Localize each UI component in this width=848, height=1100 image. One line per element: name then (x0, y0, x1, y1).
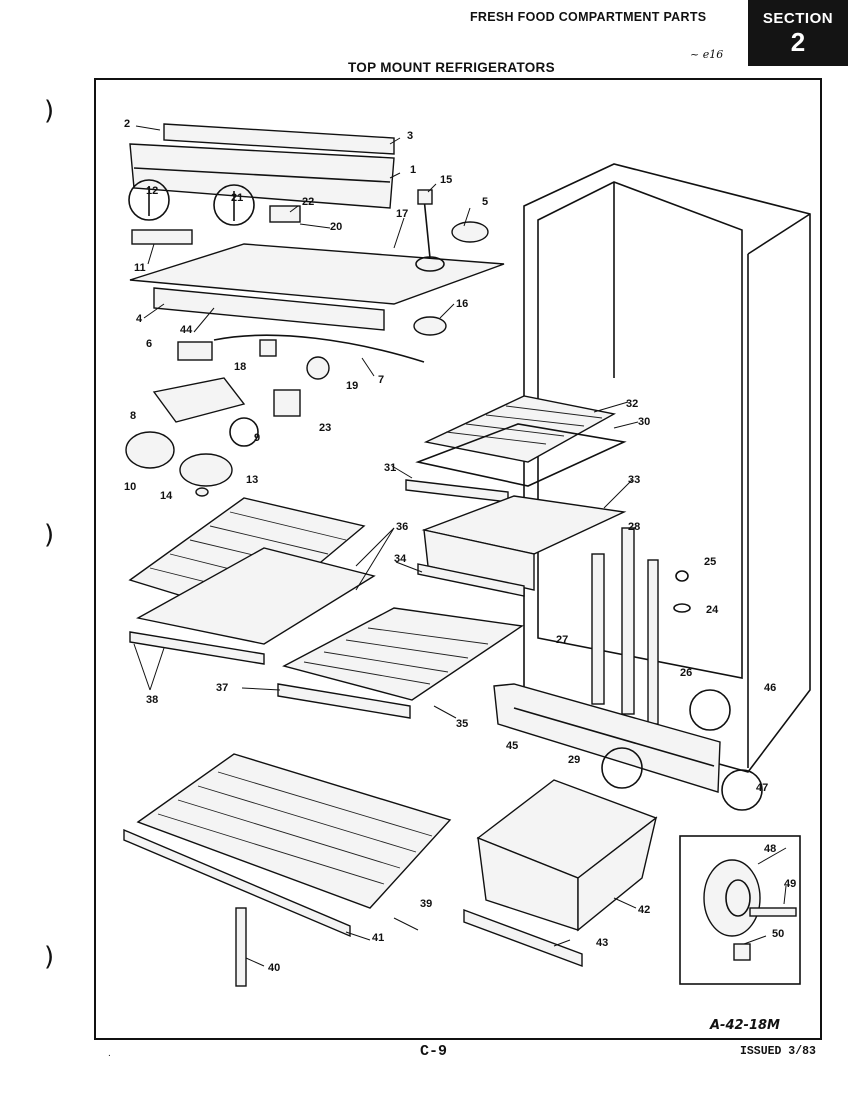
grommet-part (413, 316, 447, 336)
light-shield-part (152, 377, 246, 423)
callout-40: 40 (268, 962, 281, 974)
switch-part (273, 389, 301, 417)
callout-18: 18 (234, 361, 247, 373)
fan-bracket-part (128, 179, 301, 245)
callout-39: 39 (420, 898, 433, 910)
callout-27: 27 (556, 634, 569, 646)
callout-35: 35 (456, 718, 469, 730)
callout-21: 21 (231, 192, 244, 204)
binder-hole-mark: ) (44, 942, 55, 972)
callout-10: 10 (124, 481, 137, 493)
page-code: C-9 (420, 1043, 448, 1060)
drawing-number: A-42-18M (710, 1018, 780, 1033)
callout-28: 28 (628, 521, 641, 533)
upper-shelf-part (405, 395, 627, 503)
callout-45: 45 (506, 740, 519, 752)
callout-44: 44 (180, 324, 193, 336)
callout-36: 36 (396, 521, 409, 533)
cover-plate-part (129, 189, 505, 331)
dial-part (179, 453, 233, 487)
callout-34: 34 (394, 553, 407, 565)
page-subtitle: TOP MOUNT REFRIGERATORS (348, 60, 555, 75)
callout-25: 25 (704, 556, 717, 568)
callout-38: 38 (146, 694, 159, 706)
shelf-rails-part (591, 527, 691, 725)
callout-31: 31 (384, 462, 397, 474)
callout-22: 22 (302, 196, 315, 208)
control-housing-part (129, 123, 395, 209)
callout-32: 32 (626, 398, 639, 410)
callout-11: 11 (134, 262, 146, 274)
callout-42: 42 (638, 904, 651, 916)
callout-15: 15 (440, 174, 453, 186)
callout-47: 47 (756, 782, 769, 794)
callout-23: 23 (319, 422, 332, 434)
wire-harness-part (213, 334, 425, 363)
callout-50: 50 (772, 928, 785, 940)
socket-part (259, 339, 277, 357)
section-number: 2 (790, 27, 806, 57)
callout-5: 5 (482, 196, 489, 208)
knob-part (229, 417, 259, 447)
binder-hole-mark: ) (44, 96, 55, 126)
callout-29: 29 (568, 754, 581, 766)
callout-37: 37 (216, 682, 229, 694)
light-bulb-part (306, 356, 330, 380)
callout-49: 49 (784, 878, 797, 890)
kick-plate-part (493, 683, 763, 811)
footer-tick: . (108, 1048, 111, 1059)
exploded-parts-diagram (123, 123, 811, 987)
fan-blade-part (451, 221, 489, 243)
callout-2: 2 (124, 118, 131, 130)
issued-date: ISSUED 3/83 (740, 1045, 816, 1058)
callout-13: 13 (246, 474, 259, 486)
callout-3: 3 (407, 130, 414, 142)
callout-24: 24 (706, 604, 719, 616)
callout-1: 1 (410, 164, 417, 176)
callout-30: 30 (638, 416, 651, 428)
callout-16: 16 (456, 298, 469, 310)
binder-hole-mark: ) (44, 520, 55, 550)
callout-17: 17 (396, 208, 409, 220)
wire-shelf-part (128, 497, 524, 719)
section-label: SECTION (762, 10, 834, 27)
callout-12: 12 (146, 185, 159, 197)
callout-14: 14 (160, 490, 173, 502)
callout-26: 26 (680, 667, 693, 679)
callout-6: 6 (146, 338, 153, 350)
handwritten-note: ~ e16 (690, 48, 724, 61)
roller-inset (679, 835, 801, 985)
diagram-frame (94, 78, 822, 1040)
callout-48: 48 (764, 843, 777, 855)
section-badge: SECTION 2 (748, 0, 848, 66)
lower-shelf-part (123, 753, 452, 987)
parts-title: FRESH FOOD COMPARTMENT PARTS (470, 10, 707, 24)
washer-part (195, 487, 209, 497)
callout-43: 43 (596, 937, 609, 949)
callout-7: 7 (378, 374, 385, 386)
meat-keeper-part (417, 495, 627, 597)
callout-4: 4 (136, 313, 143, 325)
callout-8: 8 (130, 410, 137, 422)
callout-20: 20 (330, 221, 343, 233)
callout-19: 19 (346, 380, 359, 392)
callout-33: 33 (628, 474, 641, 486)
crisper-drawer-part (463, 779, 658, 968)
callout-leaders (133, 125, 787, 967)
callout-9: 9 (254, 432, 261, 444)
callout-46: 46 (764, 682, 777, 694)
callout-41: 41 (372, 932, 385, 944)
thermostat-part (177, 341, 213, 361)
dial-part (125, 431, 175, 469)
